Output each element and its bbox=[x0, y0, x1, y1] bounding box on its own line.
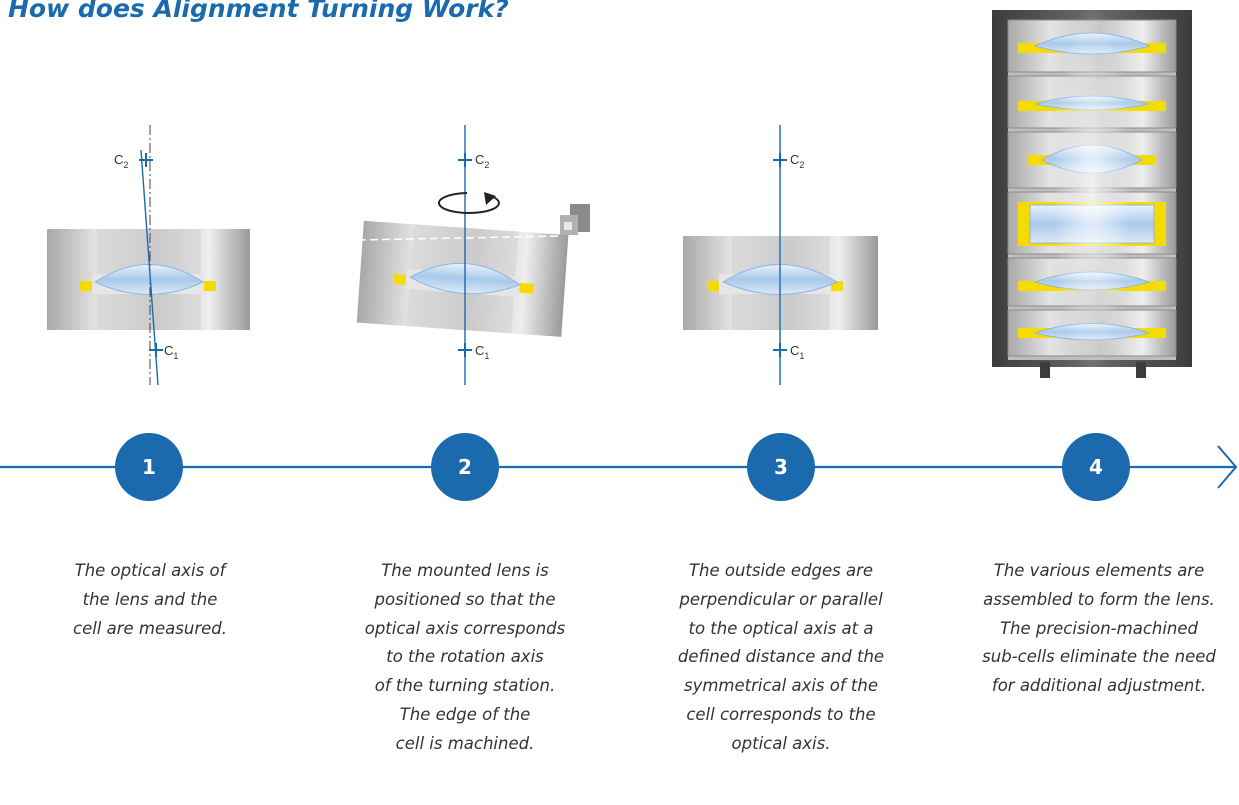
rotation-arrowhead bbox=[484, 192, 496, 205]
svg-text:C1: C1 bbox=[790, 343, 804, 361]
c1-marker bbox=[149, 343, 163, 357]
step-2-description: The mounted lens is positioned so that t… bbox=[364, 561, 566, 753]
step-1-description: The optical axis of the lens and the cel… bbox=[73, 561, 227, 638]
svg-text:C1: C1 bbox=[475, 343, 489, 361]
timeline-arrowhead-icon bbox=[1217, 445, 1238, 489]
c2-marker bbox=[139, 153, 153, 167]
c1-marker bbox=[458, 343, 472, 357]
cut-line bbox=[357, 235, 561, 241]
step-4-number: 4 bbox=[1089, 455, 1103, 479]
step1-illustration: C2 C1 bbox=[47, 125, 250, 386]
step-1-number: 1 bbox=[142, 455, 156, 479]
step-1-badge bbox=[115, 433, 183, 501]
tilted-lens-cell bbox=[356, 220, 569, 337]
step3-illustration: C2 C1 bbox=[683, 125, 878, 385]
step2-illustration: C2 C1 bbox=[356, 125, 590, 385]
step-4-description: The various elements are assembled to fo… bbox=[982, 561, 1216, 696]
page-title: How does Alignment Turning Work? bbox=[8, 0, 509, 23]
svg-text:C2: C2 bbox=[114, 152, 128, 170]
c1-marker bbox=[773, 343, 787, 357]
svg-text:C1: C1 bbox=[164, 343, 178, 361]
timeline: 1 2 3 4 bbox=[0, 433, 1238, 501]
lens-cell bbox=[47, 229, 250, 330]
c2-marker bbox=[773, 153, 787, 167]
step-2-number: 2 bbox=[458, 455, 472, 479]
step-3-badge bbox=[747, 433, 815, 501]
assembled-lens-illustration bbox=[992, 5, 1192, 378]
cutting-tool-icon bbox=[560, 204, 590, 235]
step-2-badge bbox=[431, 433, 499, 501]
step-3-description: The outside edges are perpendicular or p… bbox=[677, 561, 885, 753]
light-beam bbox=[1052, 5, 1132, 375]
svg-text:C2: C2 bbox=[790, 152, 804, 170]
svg-text:C2: C2 bbox=[475, 152, 489, 170]
c2-marker bbox=[458, 153, 472, 167]
step-3-number: 3 bbox=[774, 455, 788, 479]
rotation-arrow bbox=[437, 192, 500, 214]
step-4-badge bbox=[1062, 433, 1130, 501]
